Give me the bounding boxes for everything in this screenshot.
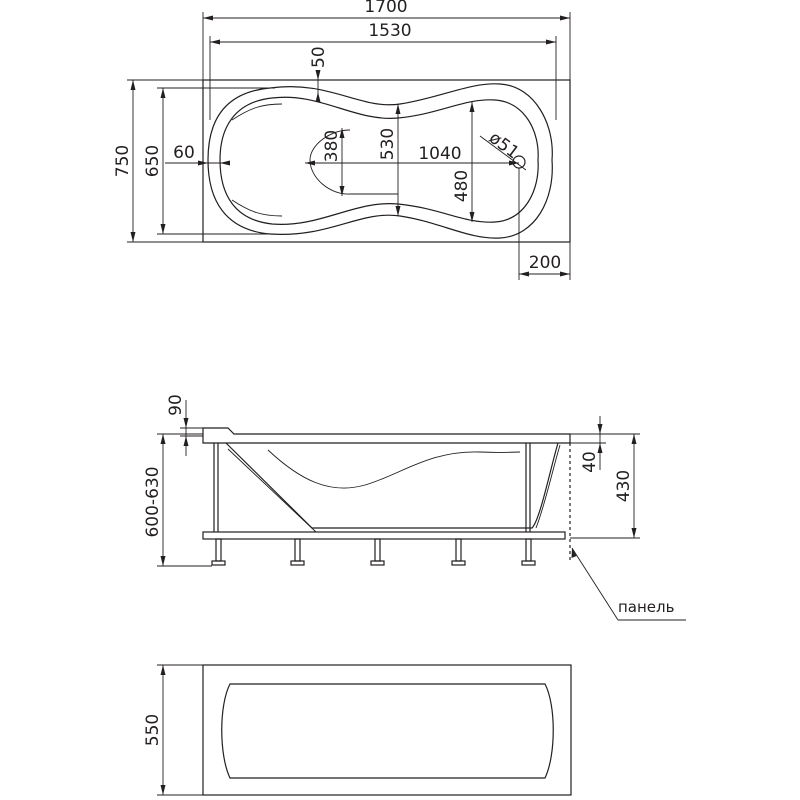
front-panel-inset xyxy=(221,683,554,779)
dim-depth-430: 430 xyxy=(614,470,634,502)
dim-inner-length: 1530 xyxy=(368,21,411,41)
dim-offset-60: 60 xyxy=(173,143,195,163)
dim-length-1040: 1040 xyxy=(418,144,461,164)
tub-body-side-inner xyxy=(227,444,561,533)
side-view: 90 600-630 40 430 панель xyxy=(143,394,686,621)
dim-overall-length: 1700 xyxy=(364,0,407,17)
dim-width-380: 380 xyxy=(322,130,342,162)
tub-seat-contour xyxy=(309,129,398,195)
dim-drain-offset: 200 xyxy=(529,253,561,273)
dim-panel-height: 550 xyxy=(143,714,163,746)
dim-height-range: 600-630 xyxy=(143,466,163,537)
tub-basin-inner xyxy=(219,96,539,225)
dim-inner-width: 650 xyxy=(143,145,163,177)
panel-label: панель xyxy=(618,598,674,616)
tub-backrest-curve xyxy=(267,449,521,489)
panel-view: 550 xyxy=(143,664,572,796)
dim-rim-90: 90 xyxy=(166,394,186,416)
tub-rim-outer xyxy=(207,83,553,239)
tub-rim-side xyxy=(202,427,571,444)
dim-offset-50: 50 xyxy=(309,46,329,68)
dim-overall-width: 750 xyxy=(113,145,133,177)
dim-rim-40: 40 xyxy=(580,451,600,473)
tub-outline-top xyxy=(202,79,571,243)
support-frame xyxy=(202,531,566,540)
tub-inner-curve-bottom xyxy=(231,199,283,217)
tub-body-side xyxy=(225,442,559,529)
dim-drain-diameter: ø51 xyxy=(485,128,523,163)
tub-inner-curve-top xyxy=(231,103,283,121)
dim-width-480: 480 xyxy=(452,170,472,202)
front-panel-outline xyxy=(202,664,572,796)
dim-width-530: 530 xyxy=(378,128,398,160)
frame-legs xyxy=(211,538,536,566)
top-view: 1700 1530 50 750 650 60 xyxy=(113,0,571,280)
panel-leader xyxy=(571,547,619,621)
